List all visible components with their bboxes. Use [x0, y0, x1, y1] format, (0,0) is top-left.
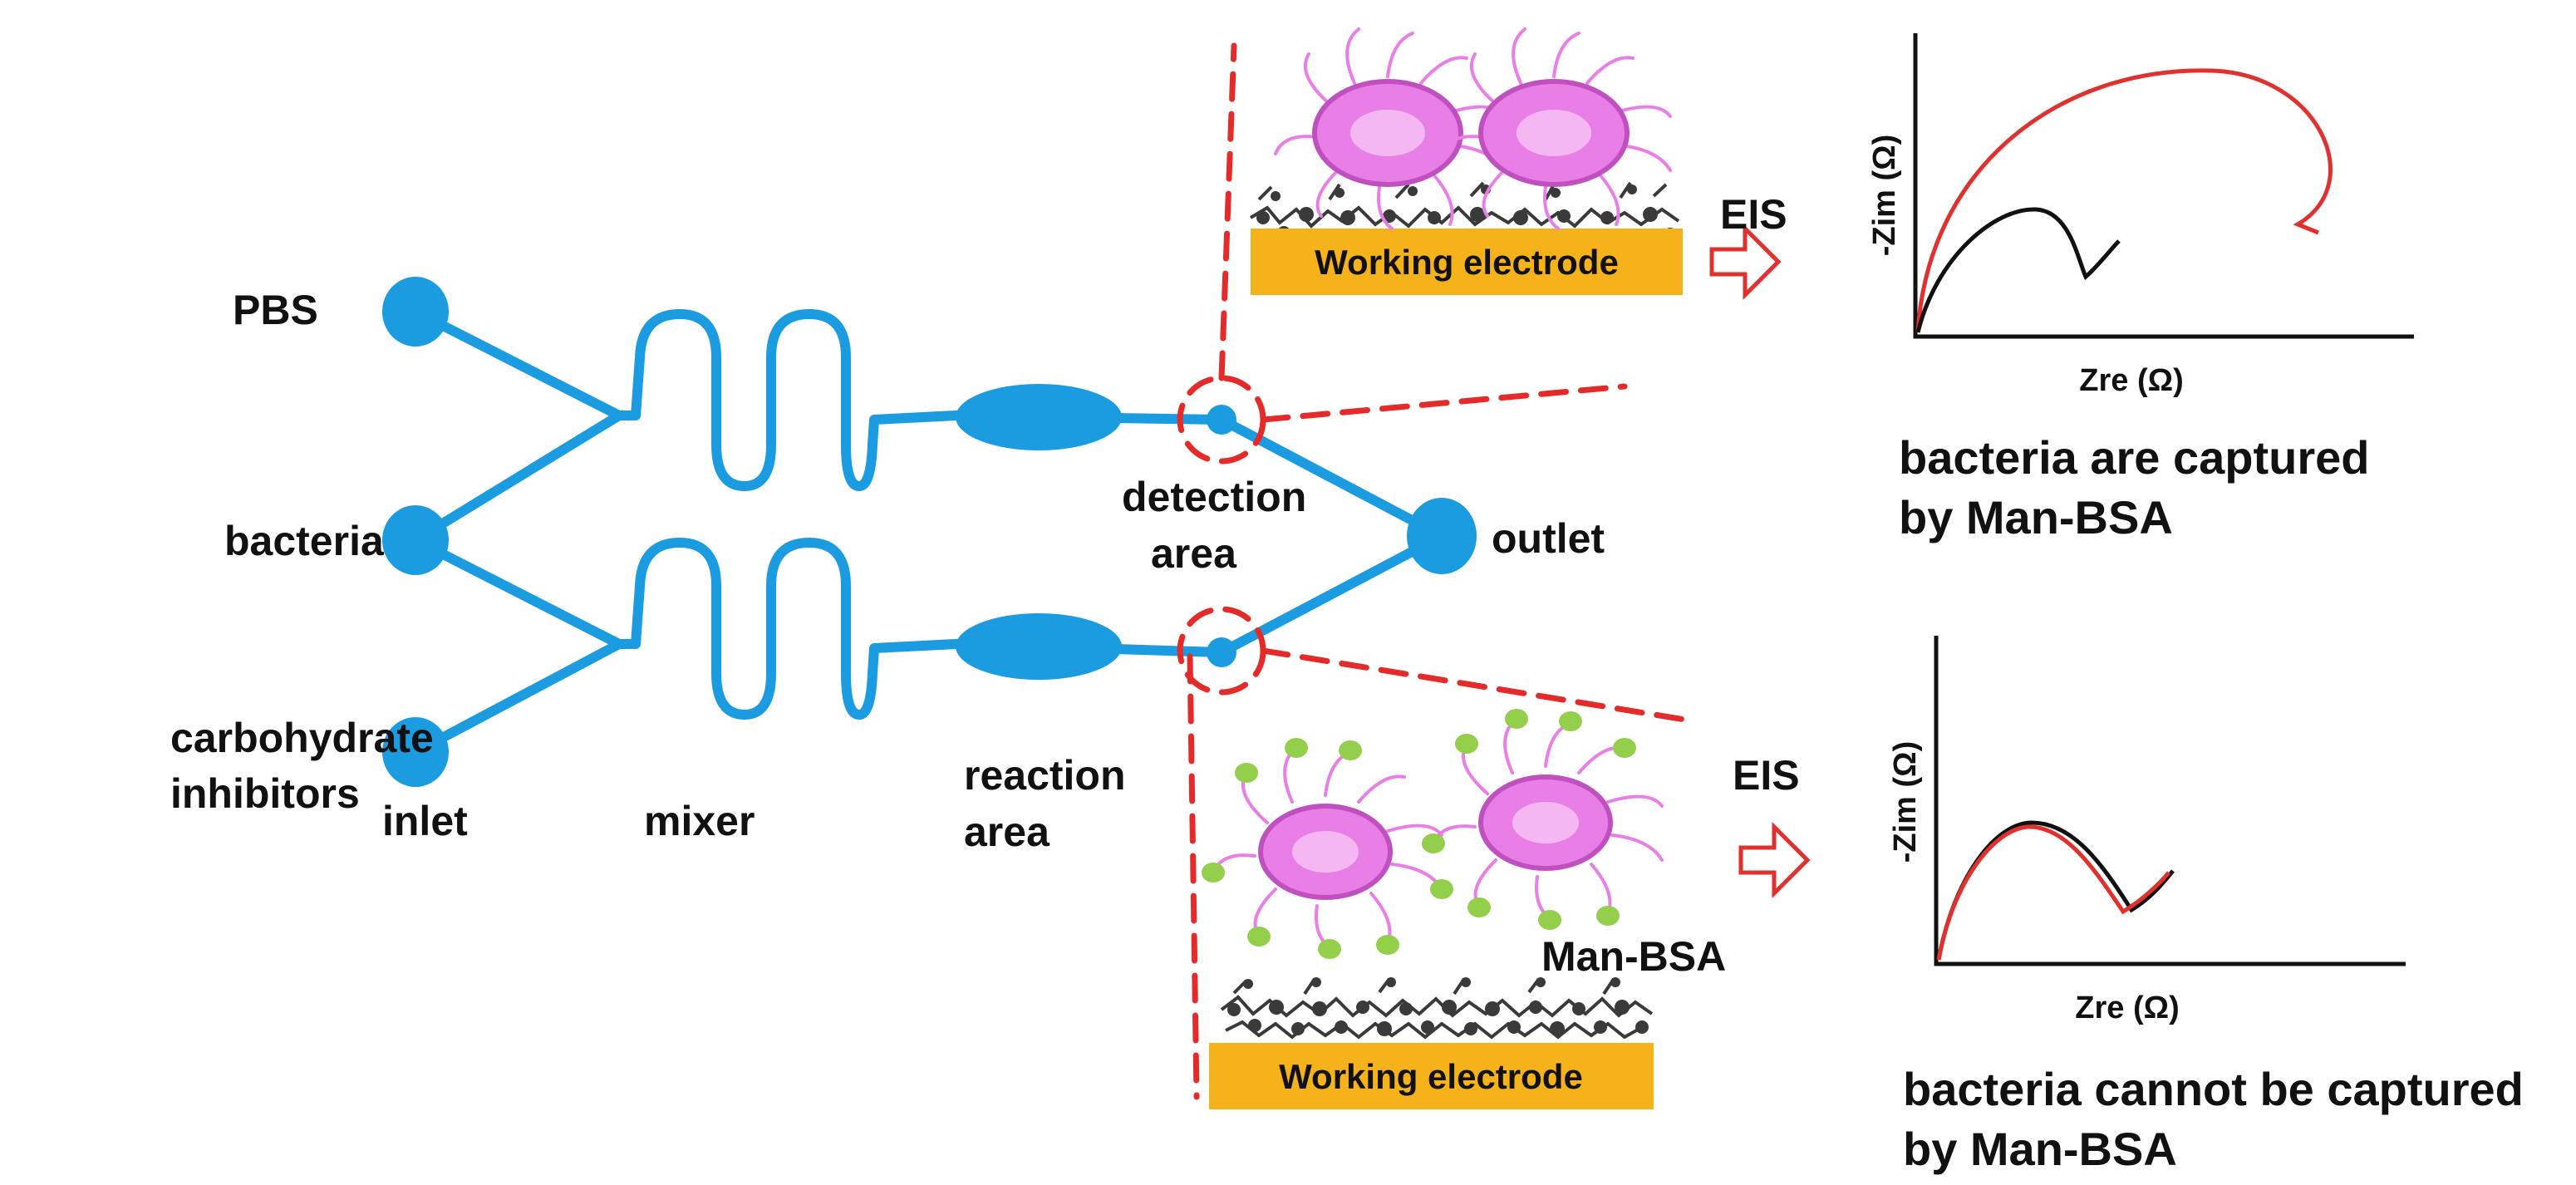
lower-electrode-scene: Working electrode [1202, 709, 1726, 1109]
plot-upper-curve-red [1915, 68, 2333, 333]
inlet-label: inlet [382, 798, 468, 844]
outlet-label: outlet [1492, 515, 1605, 562]
inhibitors-label: inhibitors [170, 770, 360, 817]
plot-lower-zre-label: Zre (Ω) [2075, 991, 2179, 1025]
working-electrode-lower-label: Working electrode [1279, 1057, 1583, 1096]
plot-upper-axes [1913, 33, 2414, 339]
channel-network [410, 307, 1447, 757]
zoom-line-lower-a [1187, 653, 1200, 1100]
working-electrode-upper [1251, 229, 1683, 295]
plot-upper-zre-label: Zre (Ω) [2079, 363, 2183, 398]
channel-bacteria-lower-branch [410, 535, 624, 649]
detection-point-lower [1207, 637, 1236, 667]
bacteria-label: bacteria [224, 518, 385, 564]
upper-electrode-scene: Working electrode [1249, 27, 1683, 295]
inlet-bacteria-port [382, 505, 449, 575]
plot-upper-curve-black [1915, 207, 2121, 333]
mixer-lower-serpentine [614, 538, 961, 720]
bacteria-icon-lower-1 [1202, 738, 1453, 959]
channel-lower-to-outlet [1217, 531, 1447, 657]
inlet-pbs-port [382, 277, 449, 347]
eis-label-upper: EIS [1720, 191, 1787, 238]
not-captured-caption-line2: by Man-BSA [1903, 1123, 2177, 1175]
working-electrode-lower [1209, 1043, 1654, 1109]
detection-label: detection [1122, 474, 1306, 520]
nyquist-plot-upper: -Zim (Ω) Zre (Ω) [1867, 33, 2414, 398]
eis-arrow-icon-lower [1738, 821, 1811, 899]
plot-upper-zim-label: -Zim (Ω) [1867, 135, 1902, 257]
pbs-label: PBS [233, 287, 318, 333]
zoom-indicators [1177, 42, 1698, 1100]
reaction-chamber-upper [956, 384, 1122, 450]
detection-point-upper [1207, 405, 1236, 435]
reaction-chamber-lower [956, 613, 1122, 680]
channel-bacteria-upper-branch [410, 411, 624, 545]
mixer-upper-serpentine [614, 309, 961, 491]
captured-caption-line1: bacteria are captured [1899, 431, 2369, 484]
captured-caption-line2: by Man-BSA [1899, 491, 2173, 543]
plot-lower-curve-black [1936, 820, 2175, 961]
detection-area-label: area [1151, 530, 1237, 577]
polymer-beads-lower [1227, 977, 1649, 1036]
outlet-port [1407, 498, 1477, 574]
inlet-inhibitor-port [382, 717, 449, 787]
plot-lower-zim-label: -Zim (Ω) [1888, 741, 1923, 863]
not-captured-caption-line1: bacteria cannot be captured [1903, 1063, 2524, 1115]
polymer-layer-lower [1220, 977, 1654, 1040]
eis-arrows [1709, 223, 1811, 899]
eis-arrow-icon-upper [1709, 223, 1782, 301]
eis-label-lower: EIS [1733, 752, 1800, 799]
carbohydrate-label: carbohydrate [170, 715, 434, 761]
zoom-line-upper-b [1260, 383, 1628, 423]
channel-pbs-branch [410, 307, 624, 420]
zoom-line-upper-a [1218, 42, 1237, 381]
reaction-label: reaction [964, 752, 1126, 799]
bacteria-icon-upper-2 [1440, 27, 1672, 230]
working-electrode-upper-label: Working electrode [1315, 243, 1619, 282]
plot-lower-curve-red [1936, 824, 2170, 961]
reaction-area-label: area [964, 809, 1050, 855]
plot-lower-axes [1934, 636, 2406, 966]
bacteria-icon-lower-2 [1422, 709, 1664, 930]
man-bsa-label: Man-BSA [1541, 933, 1726, 980]
nyquist-plot-lower: -Zim (Ω) Zre (Ω) [1888, 636, 2406, 1025]
mixer-label: mixer [644, 798, 755, 844]
channel-inhibitor-branch [410, 639, 624, 757]
channel-nodes [382, 277, 1477, 787]
bacteria-icon-upper-1 [1274, 27, 1506, 230]
zoom-line-lower-b [1260, 647, 1698, 725]
